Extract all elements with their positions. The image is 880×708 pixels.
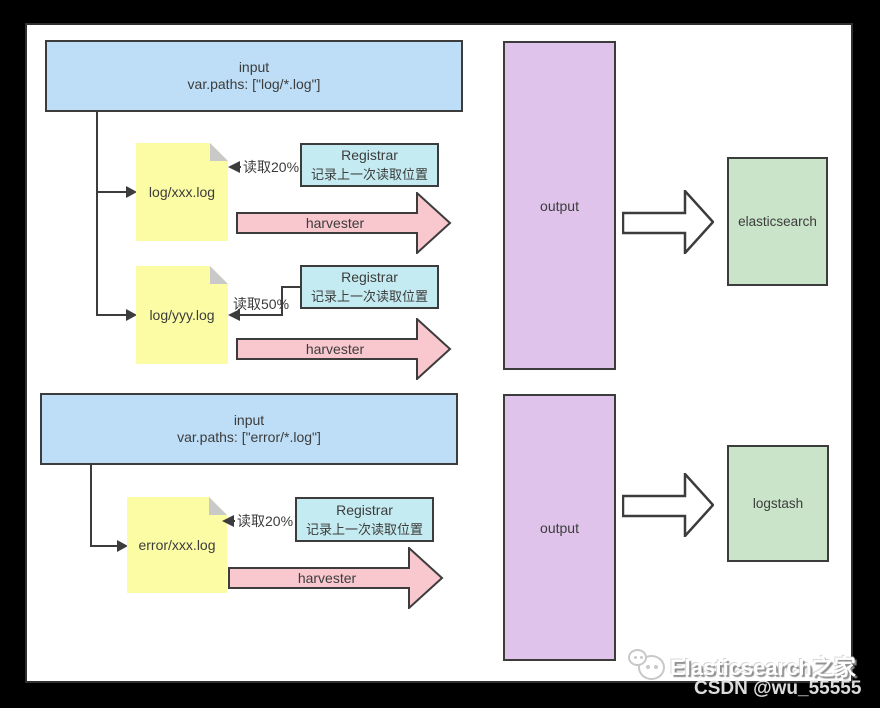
arrowhead-right-icon (126, 186, 137, 198)
registrar-subtitle: 记录上一次读取位置 (310, 289, 428, 304)
harvester-label: harvester (305, 341, 365, 357)
connector-line (90, 465, 92, 547)
arrowhead-left-icon (228, 309, 240, 321)
log-file-note: error/xxx.log (127, 497, 227, 593)
harvester-arrow (228, 547, 444, 609)
output-label: output (540, 519, 579, 536)
input-box-error: input var.paths: ["error/*.log"] (40, 393, 458, 465)
registrar-box: Registrar 记录上一次读取位置 (300, 143, 439, 187)
output-box: output (503, 41, 616, 370)
connector-line (96, 314, 127, 316)
output-label: output (540, 197, 579, 214)
destination-label: logstash (752, 496, 804, 511)
harvester-label: harvester (305, 215, 365, 231)
flow-arrow (622, 473, 714, 537)
registrar-box: Registrar 记录上一次读取位置 (295, 497, 434, 542)
input-path: var.paths: ["error/*.log"] (177, 429, 321, 445)
read-progress-label: 读取50% (233, 296, 290, 312)
log-file-name: log/yyy.log (149, 307, 215, 323)
connector-line (96, 112, 98, 316)
log-file-note: log/xxx.log (136, 143, 228, 241)
arrowhead-left-icon (228, 161, 240, 173)
harvester-arrow (236, 192, 452, 254)
input-title: input (238, 59, 270, 75)
log-file-note: log/yyy.log (136, 266, 228, 364)
registrar-title: Registrar (341, 269, 398, 285)
input-path: var.paths: ["log/*.log"] (187, 76, 321, 92)
input-title: input (233, 412, 265, 428)
registrar-title: Registrar (341, 147, 398, 163)
harvester-label: harvester (297, 570, 357, 586)
chat-bubble-small (628, 649, 647, 666)
input-box-log: input var.paths: ["log/*.log"] (45, 40, 463, 112)
connector-line (240, 314, 283, 316)
read-progress-label: 读取20% (235, 513, 296, 529)
registrar-title: Registrar (336, 501, 393, 518)
elasticsearch-box: elasticsearch (727, 157, 828, 286)
registrar-subtitle: 记录上一次读取位置 (310, 167, 428, 182)
registrar-subtitle: 记录上一次读取位置 (305, 521, 423, 537)
connector-line (281, 286, 283, 316)
logstash-box: logstash (727, 445, 829, 562)
arrowhead-right-icon (126, 309, 137, 321)
watermark-credit: CSDN @wu_55555 (694, 678, 862, 699)
chat-faces-icon (628, 649, 670, 683)
flow-arrow (622, 190, 714, 254)
watermark-brand: Elasticsearch之家 (670, 655, 856, 680)
arrowhead-left-icon (222, 515, 234, 527)
connector-line (90, 545, 118, 547)
connector-line (281, 286, 300, 288)
log-file-name: log/xxx.log (148, 184, 216, 200)
log-file-name: error/xxx.log (138, 537, 216, 553)
arrowhead-right-icon (117, 540, 128, 552)
read-progress-label: 读取20% (241, 159, 302, 175)
harvester-arrow (236, 318, 452, 380)
output-box: output (503, 394, 616, 661)
registrar-box: Registrar 记录上一次读取位置 (300, 265, 439, 309)
connector-line (96, 191, 127, 193)
destination-label: elasticsearch (738, 214, 817, 229)
